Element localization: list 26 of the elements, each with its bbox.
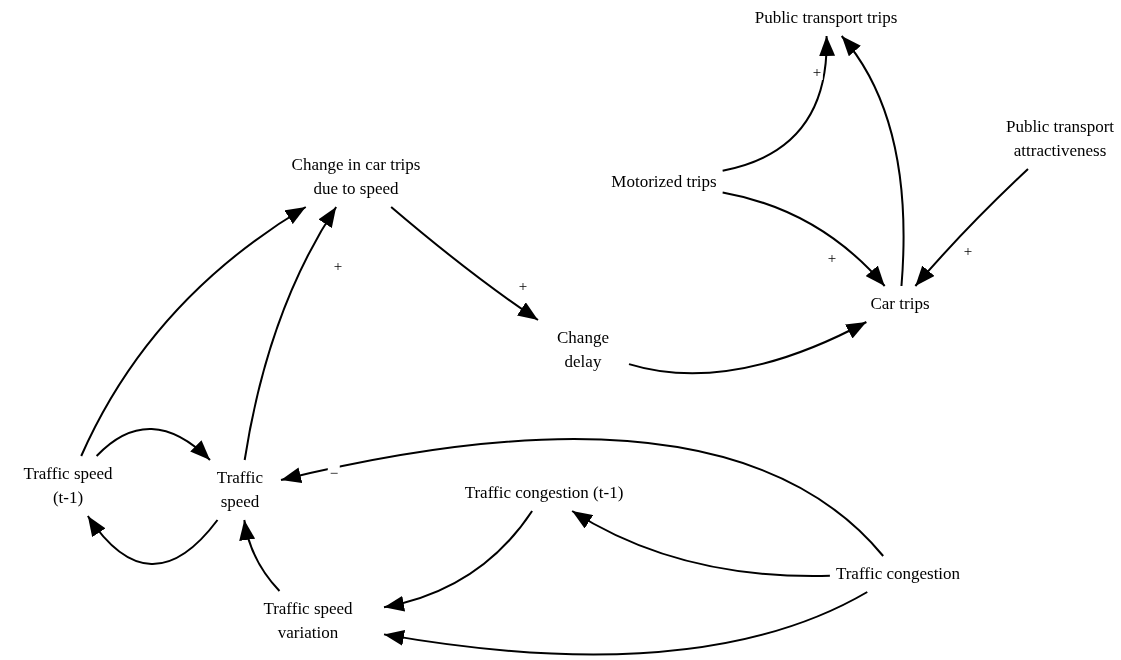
causal-arrow [721, 35, 835, 172]
causal-arrow [914, 168, 1029, 287]
variable-label: Traffic congestion (t-1) [464, 482, 624, 504]
variable-label: Traffic speed variation [262, 598, 354, 644]
causal-arrow [840, 35, 905, 287]
causal-arrow [383, 591, 869, 656]
causal-arrow [243, 206, 338, 461]
variable-label: Public transport trips [754, 7, 898, 29]
variable-label: Motorized trips [611, 171, 717, 193]
causal-arrow [571, 510, 831, 578]
causal-arrow [280, 438, 885, 557]
variable-label: Change in car trips due to speed [291, 154, 421, 200]
causal-arrow [721, 191, 886, 287]
variable-label: Public transport attractiveness [1004, 116, 1116, 162]
causal-arrow [390, 206, 539, 321]
variable-label: Car trips [870, 293, 930, 315]
variable-label: Traffic speed (t-1) [22, 463, 114, 509]
variable-label: Change delay [556, 327, 610, 373]
causal-arrow [383, 510, 534, 611]
causal-arrow [628, 321, 868, 375]
causal-arrow [95, 428, 211, 461]
variable-label: Traffic congestion [835, 563, 961, 585]
causal-arrow [80, 206, 307, 457]
causal-arrow [239, 519, 281, 592]
causal-arrow [86, 515, 219, 565]
variable-label: Traffic speed [215, 467, 265, 513]
